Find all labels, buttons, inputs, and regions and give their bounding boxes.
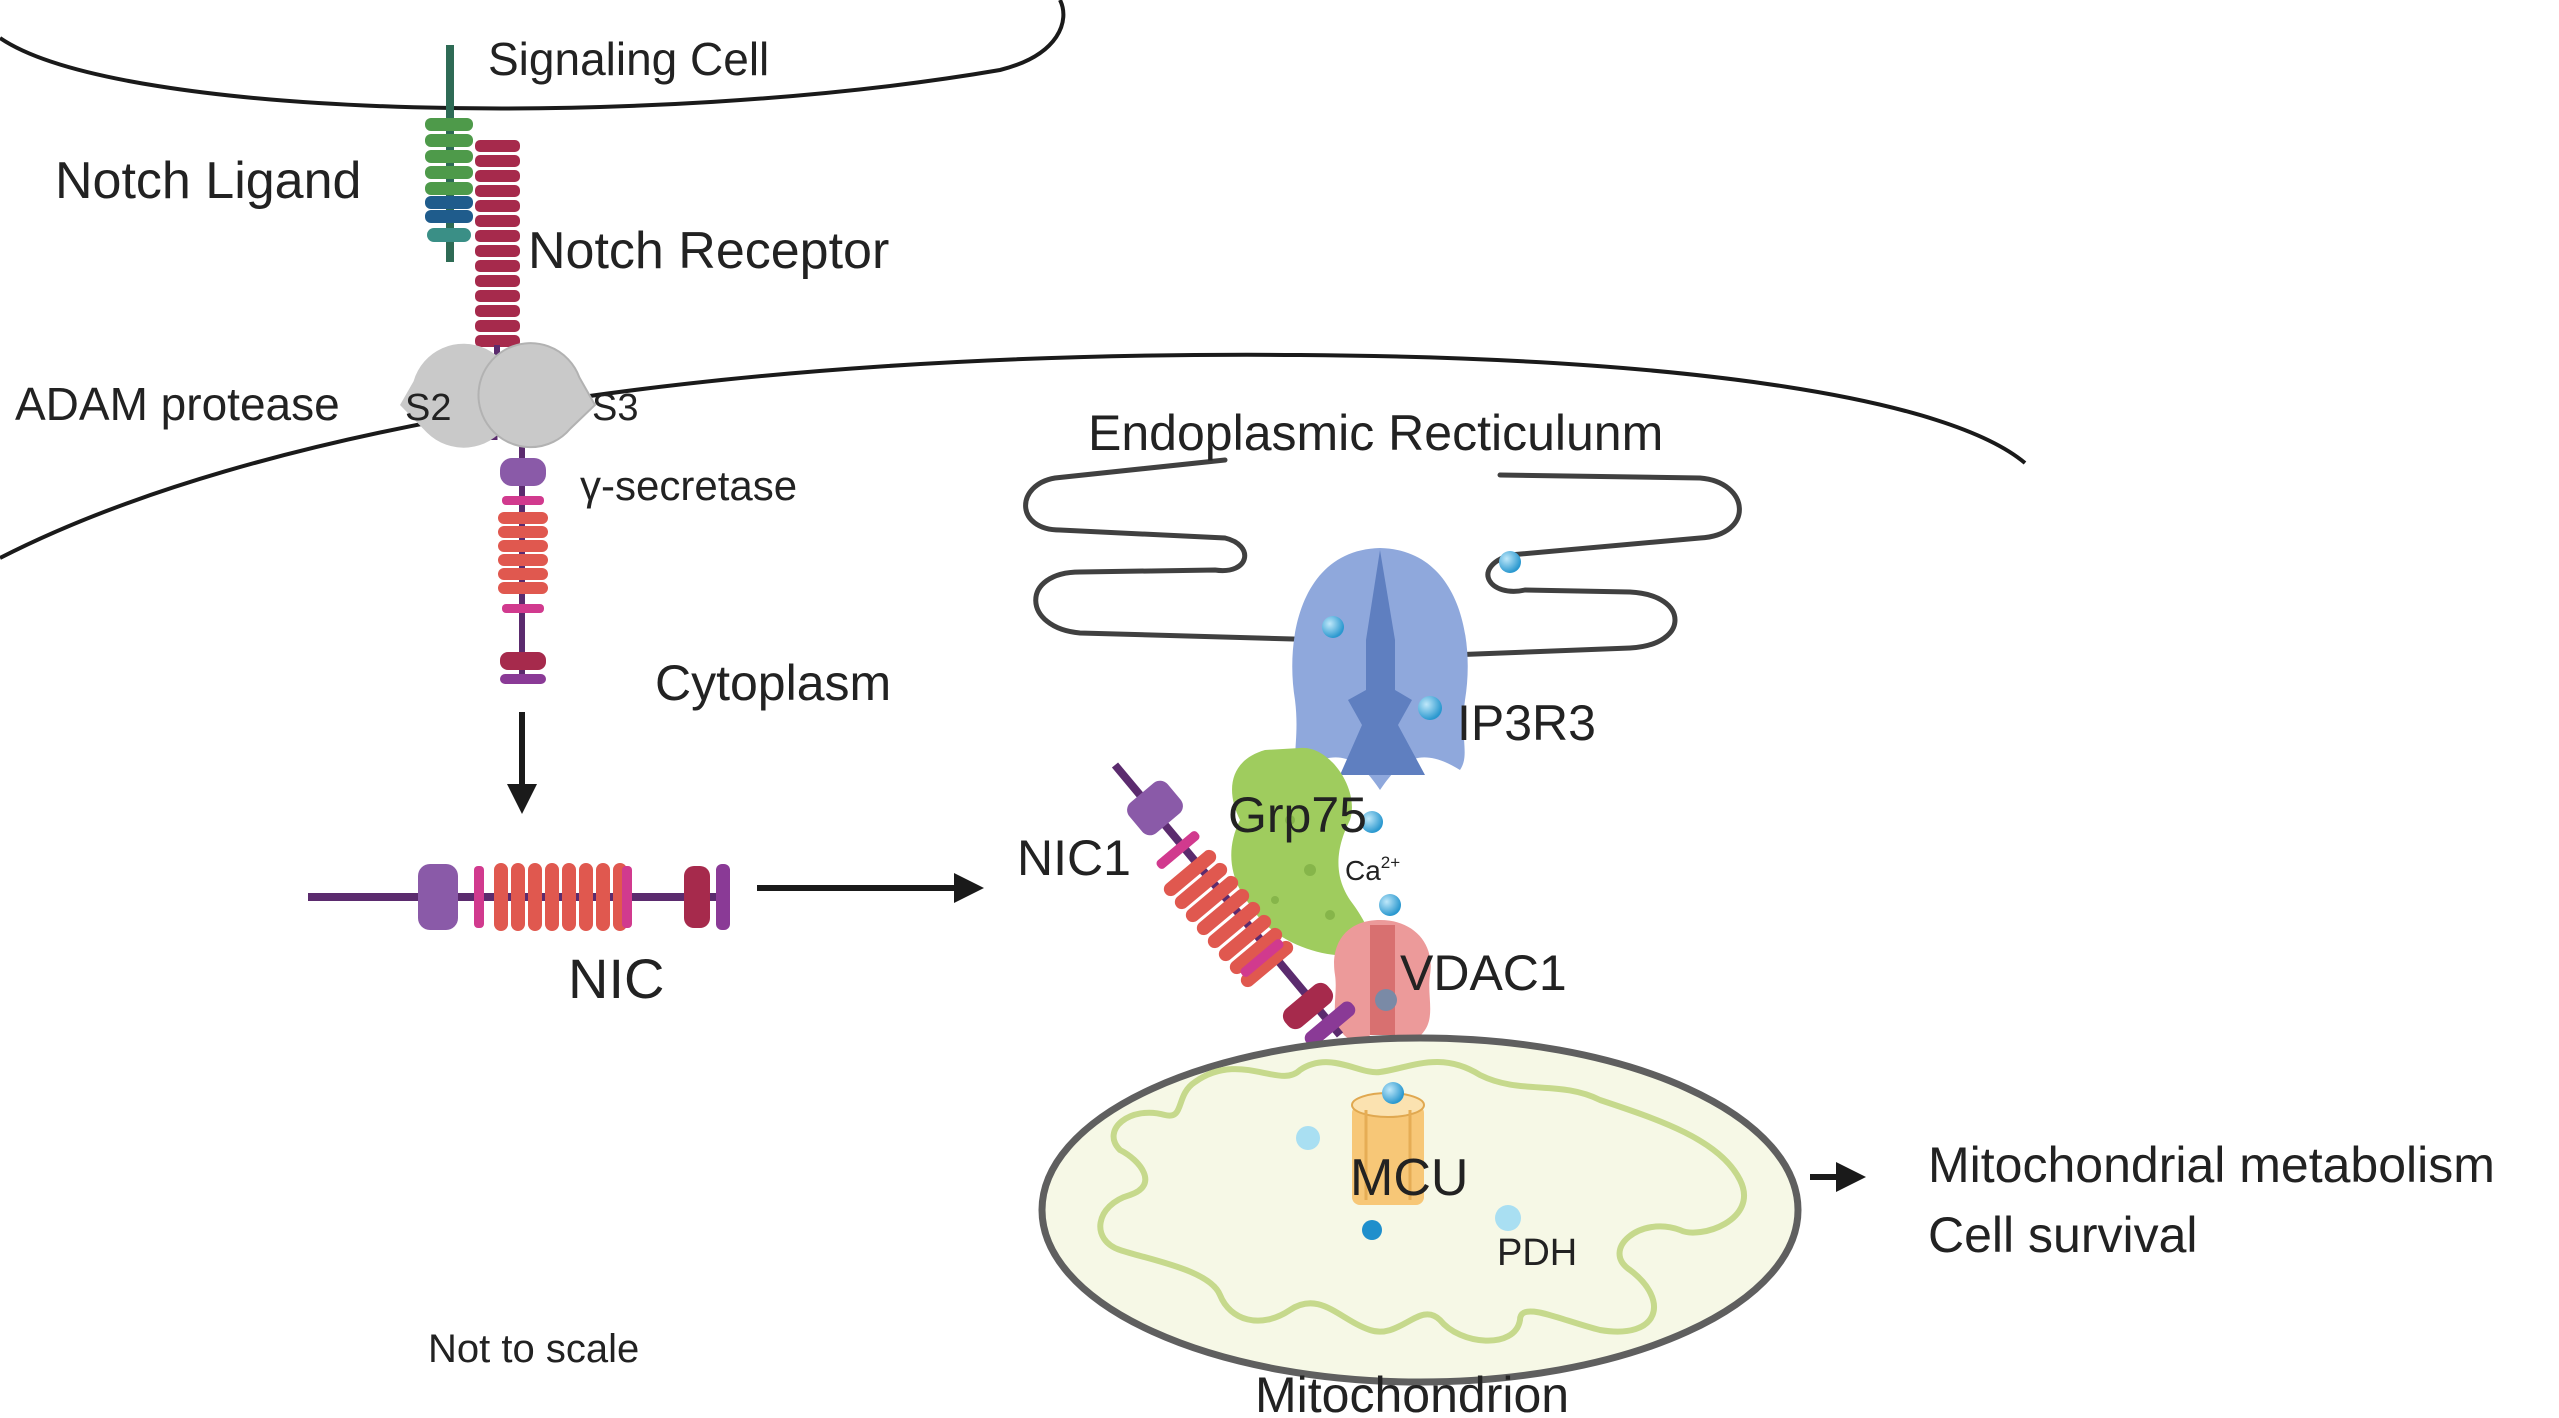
outcome-survival-label: Cell survival xyxy=(1928,1207,2198,1263)
calcium-label-base: Ca xyxy=(1345,855,1381,886)
calcium-ion xyxy=(1382,1082,1404,1104)
not-to-scale-note: Not to scale xyxy=(428,1327,639,1371)
notch-receptor-label: Notch Receptor xyxy=(528,222,889,280)
nic1-label: NIC1 xyxy=(1017,830,1131,886)
outcome-metabolism-label: Mitochondrial metabolism xyxy=(1928,1137,2495,1193)
s3-label: S3 xyxy=(592,387,638,429)
pdh-label: PDH xyxy=(1497,1232,1577,1274)
nic-fragment xyxy=(308,863,730,931)
adam-protease-label: ADAM protease xyxy=(15,378,340,430)
ip3r3-label: IP3R3 xyxy=(1457,695,1596,751)
calcium-label: Ca2+ xyxy=(1345,853,1400,886)
mcu-label: MCU xyxy=(1350,1149,1468,1207)
s2-label: S2 xyxy=(405,387,451,429)
calcium-ion xyxy=(1296,1126,1320,1150)
nic-label: NIC xyxy=(568,947,664,1010)
grp75-label: Grp75 xyxy=(1228,787,1367,843)
gamma-secretase-label: γ-secretase xyxy=(580,462,797,509)
mitochondrion xyxy=(1038,1034,1802,1386)
calcium-ion xyxy=(1379,894,1401,916)
cell-membrane xyxy=(0,352,2027,560)
calcium-ion xyxy=(1361,811,1383,833)
mitochondrion-label: Mitochondrion xyxy=(1255,1367,1569,1418)
ip3r3-channel xyxy=(1292,548,1468,790)
grp75-chaperone xyxy=(1231,747,1370,956)
notch-receptor xyxy=(474,140,548,684)
signaling-cell-label: Signaling Cell xyxy=(488,33,769,85)
calcium-ion xyxy=(1362,1220,1382,1240)
endoplasmic-reticulum xyxy=(1023,457,1742,658)
vdac1-label: VDAC1 xyxy=(1400,945,1567,1001)
signaling-cell-membrane xyxy=(0,0,1066,111)
calcium-ion xyxy=(1495,1205,1521,1231)
cytoplasm-label: Cytoplasm xyxy=(655,655,891,711)
notch-ligand-label: Notch Ligand xyxy=(55,152,361,210)
calcium-label-superscript: 2+ xyxy=(1381,853,1400,872)
vdac1-channel xyxy=(1334,920,1431,1042)
mcu-channel xyxy=(1351,1092,1425,1205)
notch-ligand xyxy=(425,45,473,262)
nic1-fragment xyxy=(1111,762,1356,1047)
gamma-secretase-s3: S3 xyxy=(477,342,638,449)
er-label: Endoplasmic Recticulunm xyxy=(1088,405,1663,461)
